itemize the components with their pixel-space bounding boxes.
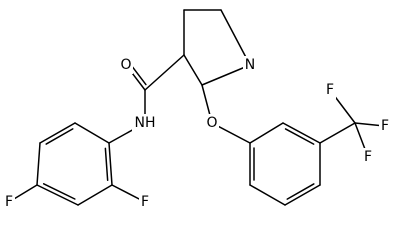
cf3-top-fluorine-label: F: [326, 82, 334, 98]
difluorophenyl-ring-bond: [108, 142, 113, 186]
ether-oxygen-atom: O: [205, 114, 219, 132]
trifluoromethylphenyl-ring-bond-inner: [284, 128, 315, 145]
difluorophenyl-ring-bond-inner: [104, 147, 109, 181]
trifluoromethylphenyl-ring-bond: [249, 122, 284, 144]
carbonyl-oxygen-atom: O: [119, 56, 133, 74]
carbonyl-double-bond-inner: [130, 64, 147, 86]
pyridine-nitrogen-label: N: [245, 57, 255, 73]
trifluoromethylphenyl-ring-bond-inner: [286, 183, 315, 200]
ortho-fluorine-label: F: [141, 194, 149, 210]
amide-nh-label: NH: [135, 115, 156, 131]
amide-nh-atom: NH: [132, 114, 158, 132]
para-fluorine-atom: F: [3, 193, 15, 211]
difluorophenyl-ring-bond-inner: [45, 128, 74, 145]
cf3-bottom-fluorine-label: F: [364, 149, 372, 165]
para-fluorine-label: F: [5, 194, 13, 210]
difluorophenyl-ring-bond: [36, 142, 41, 186]
bond-layer: [8, 9, 386, 206]
pyridine-nitrogen-atom: N: [243, 56, 257, 74]
pyridine-ring-bond: [201, 64, 251, 86]
difluorophenyl-ring-bond: [77, 184, 113, 206]
difluorophenyl-ring-bond-inner: [42, 183, 76, 200]
ortho-fluorine-atom: F: [139, 193, 151, 211]
difluorophenyl-ring-bond: [36, 184, 79, 206]
trifluoromethylphenyl-ring-bond: [282, 122, 321, 144]
difluorophenyl-ring-bond: [39, 122, 76, 144]
cf3-bottom-fluorine-atom: F: [362, 148, 374, 166]
carbonyl-oxygen-label: O: [120, 57, 131, 73]
pyridine-ring-bond: [220, 9, 251, 66]
cf3-right-fluorine-atom: F: [379, 117, 391, 135]
difluorophenyl-ring-bond: [74, 122, 110, 144]
cf3-right-fluorine-label: F: [381, 118, 389, 134]
cf3-top-fluorine-atom: F: [324, 81, 336, 99]
pyridine-ring-bond: [183, 54, 203, 86]
trifluoromethylphenyl-ring-bond: [284, 184, 321, 206]
aryl-cf3-bond: [319, 122, 356, 144]
chemical-structure-diagram: N O NH O F F F F: [3, 9, 391, 211]
ether-oxygen-label: O: [206, 115, 217, 131]
ring-to-carbonyl-bond: [144, 54, 185, 91]
trifluoromethylphenyl-ring-bond: [249, 184, 286, 206]
atom-label-layer: N O NH O F F F F: [3, 56, 391, 211]
